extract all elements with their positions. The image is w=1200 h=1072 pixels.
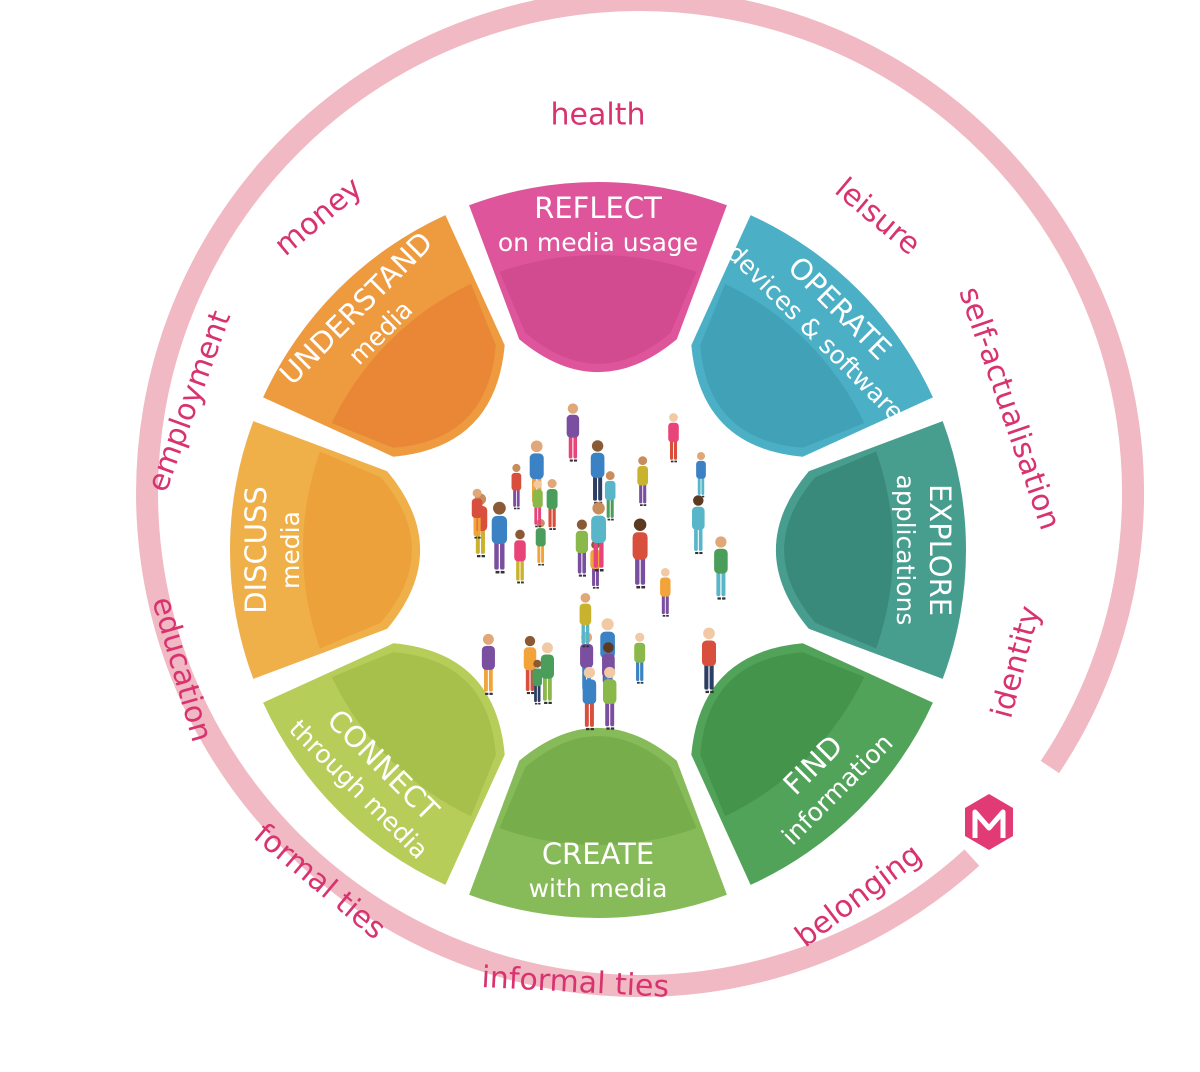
person-figure (692, 495, 705, 555)
person-figure (546, 479, 558, 530)
person-figure (471, 488, 483, 539)
person-figure (632, 518, 648, 589)
domain-label-health: health (551, 98, 646, 133)
segment-inner-shade (499, 254, 697, 364)
competency-subtitle: on media usage (498, 228, 698, 257)
person-figure (523, 635, 537, 695)
segment-inner-shade (499, 736, 697, 846)
media-literacy-logo (965, 794, 1013, 850)
person-figure (575, 519, 589, 577)
person-figure (532, 480, 543, 528)
person-figure (511, 463, 522, 510)
outer-ring (136, 0, 1145, 997)
person-figure (604, 471, 616, 521)
person-figure (540, 642, 554, 704)
person-figure (634, 632, 646, 684)
person-figure (602, 666, 617, 730)
competency-subtitle: media (276, 511, 305, 589)
center-disc (448, 400, 748, 700)
domain-label-education: education (144, 593, 219, 746)
person-figure (491, 501, 508, 574)
person-figure (701, 627, 717, 694)
competency-title: CREATE (542, 837, 654, 871)
person-figure (637, 456, 649, 507)
domain-label-money: money (268, 170, 369, 263)
person-figure (591, 502, 607, 572)
segment-reflect: REFLECT on media usage (469, 181, 727, 373)
person-figure (714, 536, 728, 600)
domain-label-informal-ties: informal ties (481, 960, 670, 1005)
segment-inner-shade (331, 283, 496, 448)
segment-inner-shade (784, 451, 894, 649)
domain-label-identity: identity (985, 602, 1048, 722)
person-figure (514, 529, 526, 584)
competency-title: DISCUSS (239, 486, 273, 614)
person-figure (481, 633, 495, 695)
segment-create: CREATE with media (469, 727, 727, 919)
person-figure (535, 519, 546, 566)
person-figure (668, 413, 679, 463)
person-figure (532, 659, 543, 705)
person-figure (566, 403, 580, 462)
person-figure (579, 592, 592, 648)
competency-subtitle: with media (529, 874, 668, 903)
competency-title: REFLECT (534, 191, 662, 225)
segment-inner-shade (331, 652, 496, 817)
segment-inner-shade (302, 451, 412, 649)
segment-inner-shade (700, 652, 865, 817)
segment-inner-shade (700, 283, 865, 448)
competency-subtitle: applications (891, 475, 920, 626)
person-figure (660, 567, 671, 617)
competency-title: EXPLORE (923, 484, 957, 616)
person-figure (582, 666, 597, 731)
people-illustration (448, 400, 748, 731)
